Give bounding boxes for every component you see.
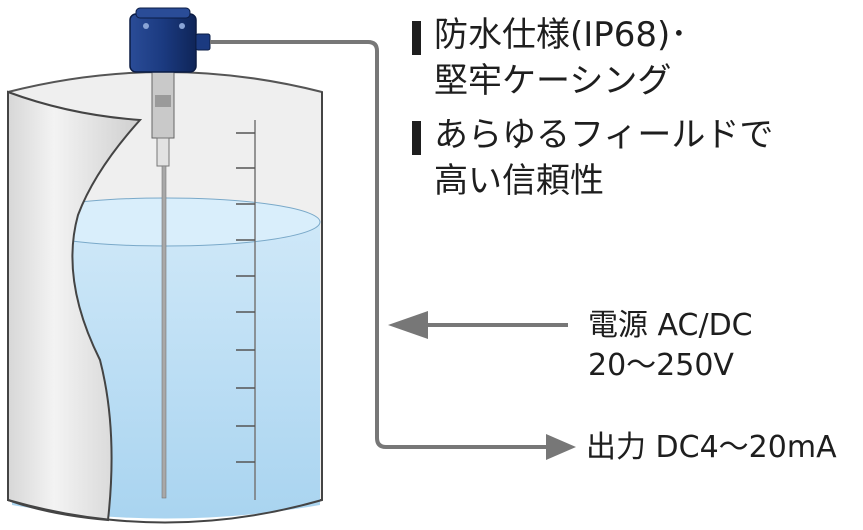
feature-text-line: 堅牢ケーシング — [434, 61, 672, 101]
bullet-bar — [412, 21, 421, 55]
sensor-head — [129, 7, 211, 73]
signal-cable — [210, 40, 548, 449]
feature-text-line: 防水仕様(IP68)･ — [434, 15, 688, 55]
feature-text-line: 高い信頼性 — [434, 161, 604, 201]
output-label: 出力 DC4〜20mA — [586, 430, 837, 465]
sensor-probe — [151, 69, 175, 499]
bullet-bar — [412, 121, 421, 155]
power-label: 電源 AC/DC 20〜250V — [588, 306, 753, 386]
graduation-marks — [236, 132, 255, 463]
feature-text-line: あらゆるフィールドで — [434, 115, 774, 155]
tank — [7, 71, 323, 524]
power-label-line1: 電源 AC/DC — [588, 308, 753, 343]
power-arrow-icon — [388, 311, 568, 339]
feature-reliability: あらゆるフィールドで 高い信頼性 — [412, 112, 773, 204]
output-arrow-icon — [546, 434, 576, 460]
feature-waterproof: 防水仕様(IP68)･ 堅牢ケーシング — [412, 12, 687, 104]
power-label-line2: 20〜250V — [588, 348, 734, 383]
tank-bottom-rim — [7, 499, 323, 524]
